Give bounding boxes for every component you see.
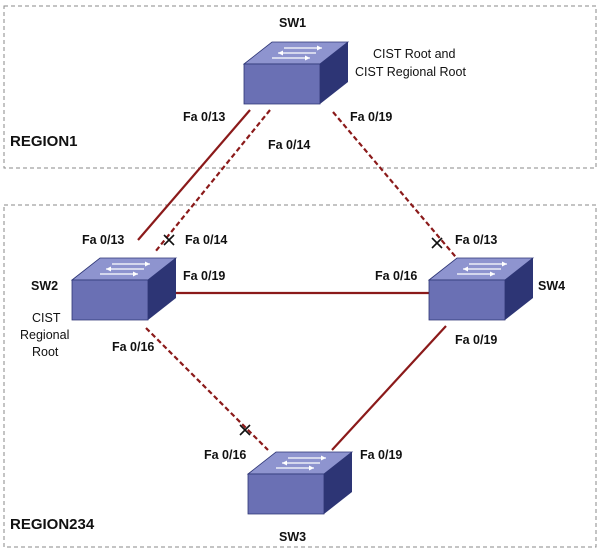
sw2-note-line2: Regional [20, 328, 69, 342]
link-sw1-sw2-fa14 [154, 109, 271, 253]
port-sw1-fa19: Fa 0/19 [350, 110, 392, 124]
port-sw4-fa19: Fa 0/19 [455, 333, 497, 347]
arrows-icon [100, 261, 150, 277]
port-sw3-fa16: Fa 0/16 [204, 448, 246, 462]
port-sw1-fa13: Fa 0/13 [183, 110, 225, 124]
sw1-name: SW1 [279, 16, 306, 30]
link-sw1-sw4-fa19 [332, 111, 461, 263]
port-sw1-fa14: Fa 0/14 [268, 138, 310, 152]
switch-sw2 [71, 257, 177, 321]
sw2-note-line3: Root [32, 345, 59, 359]
region1-label: REGION1 [10, 133, 78, 150]
switch-sw3 [247, 451, 353, 515]
blocked-marker-sw2-fa14 [163, 234, 175, 246]
sw3-name: SW3 [279, 530, 306, 544]
blocked-marker-sw4-fa13 [431, 237, 443, 249]
port-sw3-fa19: Fa 0/19 [360, 448, 402, 462]
region234-box [3, 204, 597, 548]
port-sw2-fa13: Fa 0/13 [82, 233, 124, 247]
link-sw2-sw3-fa16 [145, 327, 269, 451]
link-sw4-sw3-fa19 [331, 325, 447, 451]
links-group [137, 109, 461, 451]
arrows-icon [272, 45, 322, 61]
port-sw2-fa16: Fa 0/16 [112, 340, 154, 354]
arrows-icon [457, 261, 507, 277]
port-sw2-fa19: Fa 0/19 [183, 269, 225, 283]
sw2-name: SW2 [31, 279, 58, 293]
sw2-note-line1: CIST [32, 311, 61, 325]
switch-sw4 [428, 257, 534, 321]
port-sw4-fa13: Fa 0/13 [455, 233, 497, 247]
port-sw4-fa16: Fa 0/16 [375, 269, 417, 283]
switch-sw1 [243, 41, 349, 105]
region1-box [3, 5, 597, 169]
sw4-name: SW4 [538, 279, 565, 293]
arrows-icon [276, 455, 326, 471]
region234-label: REGION234 [10, 516, 95, 533]
blocked-marker-sw3-fa16 [239, 424, 251, 436]
link-sw1-sw2-fa13 [137, 109, 251, 241]
sw1-note-line2: CIST Regional Root [355, 65, 466, 79]
port-sw2-fa14: Fa 0/14 [185, 233, 227, 247]
blocked-markers [163, 234, 443, 436]
sw1-note-line1: CIST Root and [373, 47, 456, 61]
